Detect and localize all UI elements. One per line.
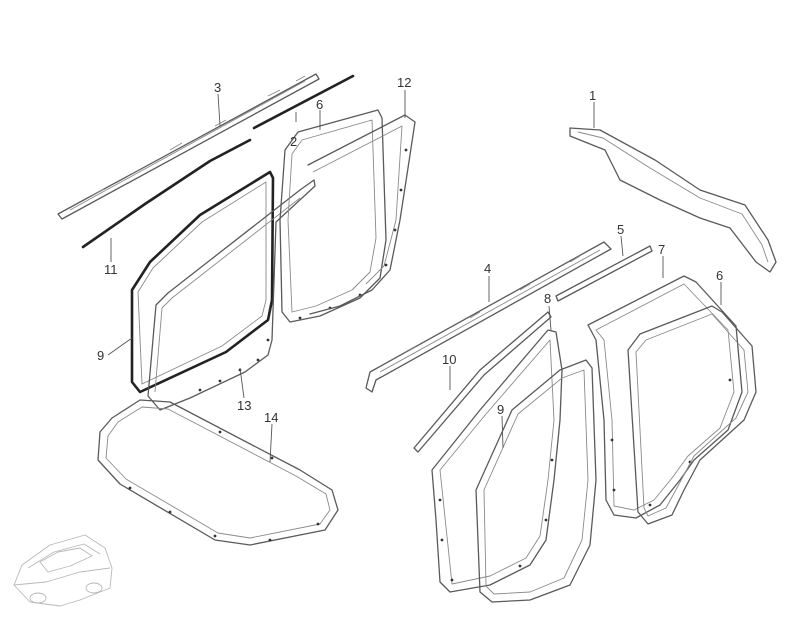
tailgate-seal-loop[interactable] [97, 399, 339, 546]
callout-9-right: 9 [497, 402, 504, 417]
roof-moulding-left[interactable] [57, 73, 320, 220]
rear-door-seal-right[interactable] [627, 305, 757, 525]
weatherstrip-long-left[interactable] [81, 138, 252, 249]
drip-strip-right[interactable] [555, 245, 653, 302]
vehicle-thumbnail [13, 534, 113, 607]
roof-moulding-right[interactable] [365, 241, 612, 393]
drip-strip-left[interactable] [252, 74, 355, 130]
callout-10: 10 [442, 352, 456, 367]
callout-numbers: 3 2 6 12 11 9 13 14 1 4 5 7 6 8 10 9 [97, 75, 723, 425]
callout-9-left: 9 [97, 348, 104, 363]
callout-1: 1 [589, 88, 596, 103]
callout-11: 11 [104, 262, 118, 277]
leader-lines [107, 90, 722, 463]
callout-6-right: 6 [716, 268, 723, 283]
glass-seal-right[interactable] [569, 127, 777, 273]
callout-4: 4 [484, 261, 491, 276]
front-door-frame-seal[interactable] [147, 179, 316, 411]
rear-door-frame-seal-right[interactable] [587, 275, 743, 519]
callout-8: 8 [544, 291, 551, 306]
callout-3: 3 [214, 80, 221, 95]
callout-14: 14 [264, 410, 278, 425]
callout-6-left: 6 [316, 97, 323, 112]
callout-5: 5 [617, 222, 624, 237]
callout-12: 12 [397, 75, 411, 90]
front-door-seal-left[interactable] [130, 170, 275, 394]
callout-13: 13 [237, 398, 251, 413]
front-door-seal-right[interactable] [475, 359, 597, 603]
weatherstrip-long-right[interactable] [413, 311, 552, 453]
front-door-frame-seal-right[interactable] [431, 329, 563, 593]
rear-door-frame-seal[interactable] [307, 114, 416, 315]
callout-2: 2 [290, 134, 297, 149]
callout-7: 7 [658, 242, 665, 257]
